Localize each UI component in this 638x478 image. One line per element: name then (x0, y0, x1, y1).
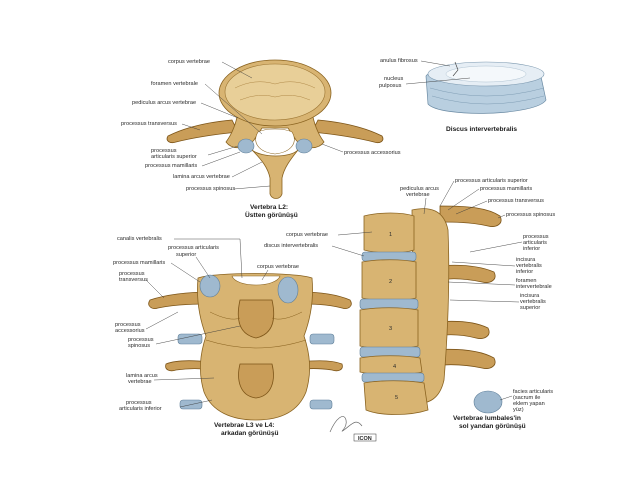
label-spinosus: processus spinosus (506, 212, 555, 218)
label-foramen-2: intervertebrale (516, 284, 552, 290)
vertebra-number-2: 2 (389, 279, 392, 285)
label-nucleus-2: pulposus (379, 83, 402, 89)
label-pediculus-1: pediculus arcus (400, 186, 439, 192)
label-art-inf-2: articularis inferior (119, 406, 162, 412)
disc-figure (425, 61, 547, 114)
label-transversus-1: processus (119, 271, 145, 277)
label-canalis-vertebralis: canalis vertebralis (117, 236, 162, 242)
label-spinosus-2: spinosus (128, 343, 150, 349)
label-art-sup-2: articularis superior (151, 154, 197, 160)
label-pediculus: pediculus arcus vertebrae (132, 100, 196, 106)
lateral-figure (359, 205, 503, 415)
label-inc-inf-1: incisura (516, 257, 536, 263)
label-inc-sup-3: superior (520, 305, 540, 311)
caption-disc: Discus intervertebralis (446, 126, 517, 133)
publisher-mark-text: ICON (358, 436, 372, 442)
label-art-inf-1: processus (126, 400, 152, 406)
label-anulus-fibrosus: anulus fibrosus (380, 58, 418, 64)
label-facies-2: (sacrum ile (513, 395, 540, 401)
caption-lateral-2: sol yandan görünüşü (459, 423, 526, 430)
label-inc-sup-1: incisura (520, 293, 540, 299)
label-transversus: processus transversus (488, 198, 544, 204)
label-discus: discus intervertebralis (264, 243, 318, 249)
label-pediculus-2: vertebrae (406, 192, 430, 198)
label-art-inf-2: articularis (523, 240, 547, 246)
label-corpus-vertebrae: corpus vertebrae (257, 264, 299, 270)
label-art-inf-3: inferior (523, 246, 540, 252)
label-foramen-vertebrale: foramen vertebrale (151, 81, 198, 87)
vertebra-number-4: 4 (393, 364, 396, 370)
label-processus-spinosus: processus spinosus (186, 186, 235, 192)
vertebra-number-5: 5 (395, 395, 398, 401)
label-processus-mamillaris: processus mamillaris (113, 260, 165, 266)
label-inc-inf-2: vertebralis (516, 263, 542, 269)
lateral-labels: processus articularis superior pediculus… (264, 178, 555, 430)
label-spinosus-1: processus (128, 337, 154, 343)
vertebra-number-3: 3 (389, 326, 392, 332)
label-mamillaris: processus mamillaris (480, 186, 532, 192)
label-art-sup: processus articularis superior (455, 178, 528, 184)
label-processus-transversus: processus transversus (121, 121, 177, 127)
top-view-figure (166, 59, 384, 199)
posterior-labels: canalis vertebralis processus articulari… (113, 236, 299, 437)
label-inc-inf-3: inferior (516, 269, 533, 275)
label-processus-mamillaris: processus mamillaris (145, 163, 197, 169)
label-accessorius-2: accessorius (115, 328, 145, 334)
label-lamina: lamina arcus vertebrae (173, 174, 230, 180)
caption-lateral-1: Vertebrae lumbales'in (453, 415, 521, 422)
label-art-sup-1: processus (151, 148, 177, 154)
caption-top-view-2: Üstten görünüşü (245, 210, 298, 219)
vertebra-number-1: 1 (389, 232, 392, 238)
label-art-sup-1: processus articularis (168, 245, 219, 251)
label-processus-accessorius: processus accessorius (344, 150, 401, 156)
label-foramen-1: foramen (516, 278, 537, 284)
label-lamina-1: lamina arcus (126, 373, 158, 379)
caption-posterior-1: Vertebrae L3 ve L4: (214, 422, 274, 429)
lateral-numbers: 1 2 3 4 5 (389, 232, 398, 401)
label-corpus-vertebrae: corpus vertebrae (168, 59, 210, 65)
label-transversus-2: transversus (119, 277, 148, 283)
label-art-sup-2: superior (176, 252, 196, 258)
publisher-mark: ICON (353, 433, 377, 442)
label-facies-4: yüz) (513, 407, 524, 413)
caption-posterior-2: arkadan görünüşü (221, 430, 279, 437)
label-accessorius-1: processus (115, 322, 141, 328)
posterior-figure (148, 273, 352, 421)
top-view-labels: corpus vertebrae foramen vertebrale pedi… (121, 59, 401, 219)
label-art-inf-1: processus (523, 234, 549, 240)
disc-labels: anulus fibrosus nucleus pulposus Discus … (379, 58, 517, 133)
caption-top-view-1: Vertebra L2: (250, 204, 288, 211)
label-inc-sup-2: vertebralis (520, 299, 546, 305)
label-facies-3: eklem yapan (513, 401, 545, 407)
label-lamina-2: vertebrae (128, 379, 152, 385)
label-nucleus-1: nucleus (384, 76, 403, 82)
signature (329, 416, 363, 433)
label-facies-1: facies articularis (513, 389, 553, 395)
label-corpus: corpus vertebrae (286, 232, 328, 238)
